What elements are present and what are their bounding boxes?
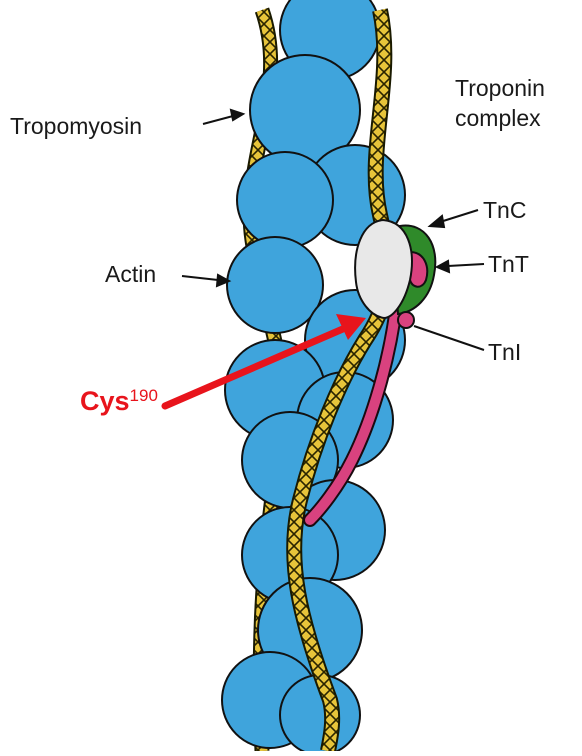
cys-residue-name: Cys [80, 386, 130, 416]
tropomyosin-label: Tropomyosin [10, 112, 142, 140]
tnt-leader-arrowhead [437, 261, 449, 272]
troponin-complex-label-line1: Troponin [455, 74, 545, 102]
tni-head [398, 312, 414, 328]
tnt-leader [448, 264, 484, 266]
troponin-complex-label-line2: complex [455, 104, 541, 132]
cys190-label: Cys190 [80, 386, 158, 417]
actin-monomer [237, 152, 333, 248]
actin-label: Actin [105, 260, 156, 288]
tropomyosin-leader-arrowhead [231, 110, 243, 120]
tnc-label: TnC [483, 196, 526, 224]
cys-residue-number: 190 [130, 386, 158, 405]
tnt-label: TnT [488, 250, 529, 278]
actin-monomer [227, 237, 323, 333]
tni-label: TnI [488, 338, 521, 366]
tnc-leader-arrowhead [430, 216, 444, 227]
actin-leader [182, 276, 218, 280]
tropomyosin-leader [203, 116, 233, 124]
tni-leader [414, 326, 484, 350]
tnc-leader [440, 210, 478, 222]
